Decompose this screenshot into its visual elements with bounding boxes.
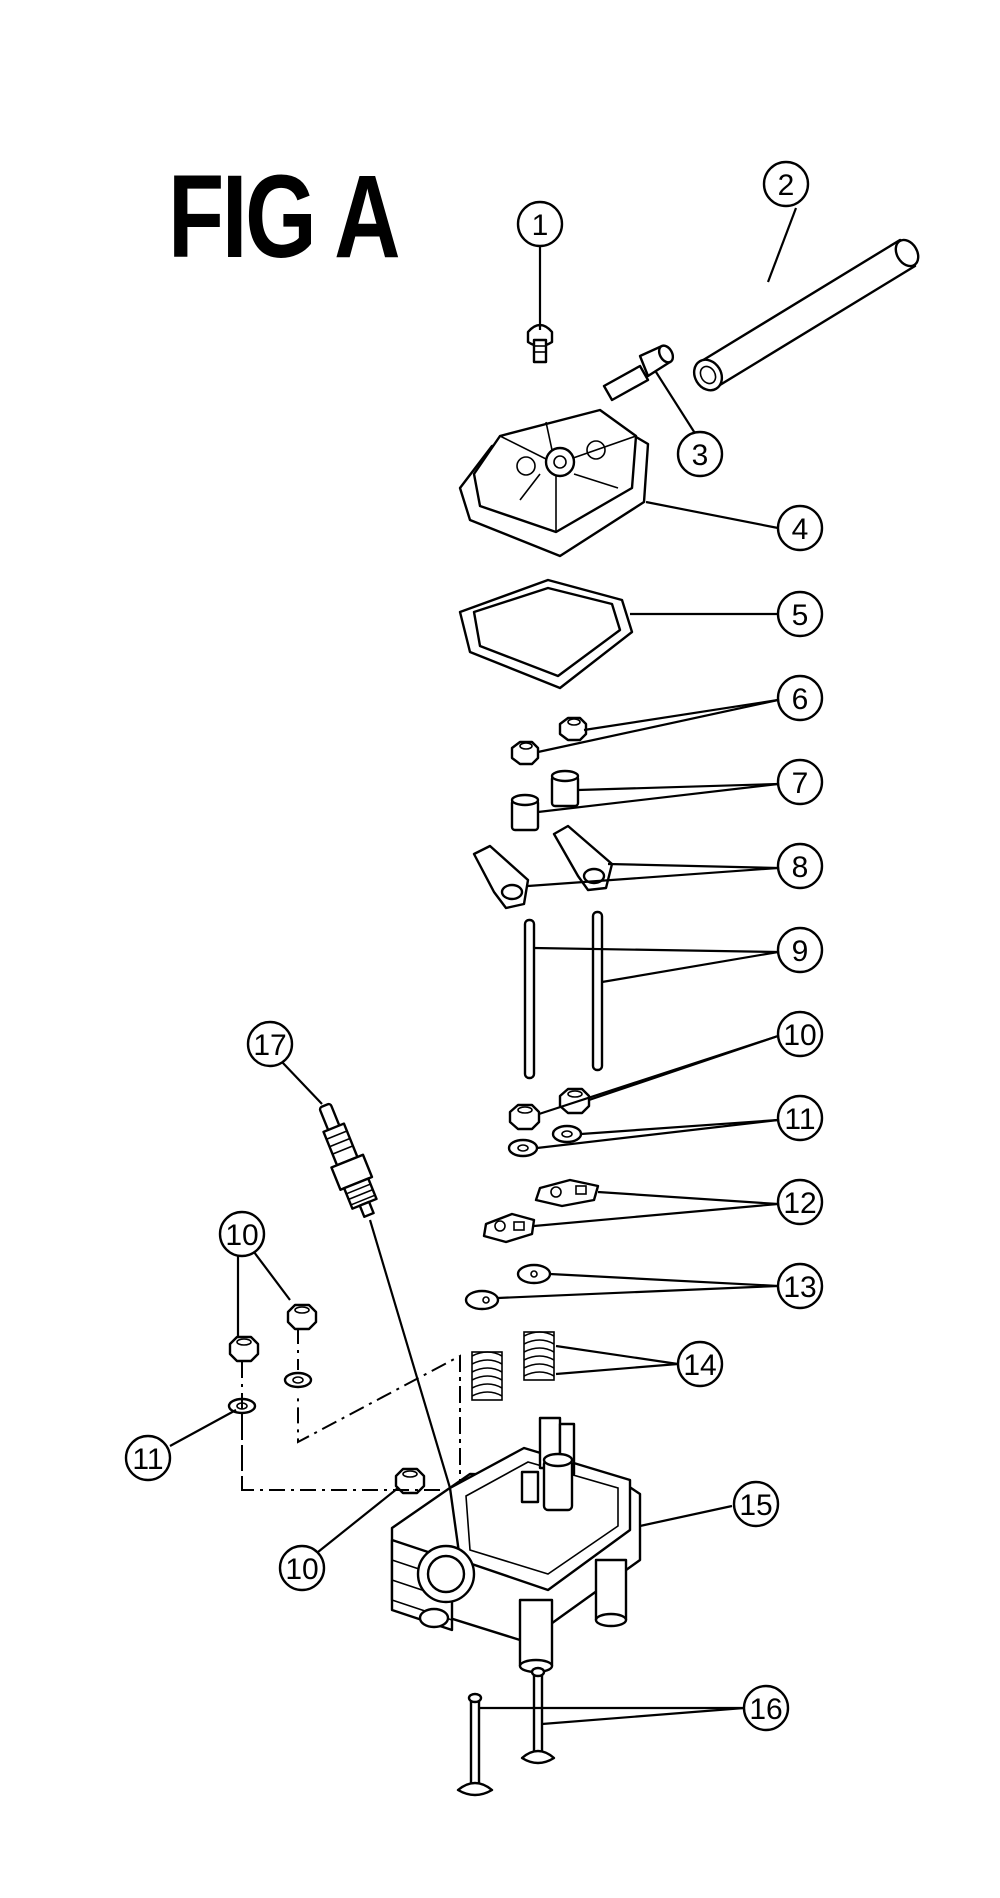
part-push-rods-9 (523, 910, 604, 1080)
callout-9: 9 (776, 926, 824, 974)
callout-11-left-label: 11 (132, 1443, 163, 1476)
part-nuts-10 (508, 1087, 591, 1131)
callout-3-label: 3 (692, 439, 709, 472)
callout-1: 1 (516, 200, 564, 248)
callout-8: 8 (776, 842, 824, 890)
callout-4-label: 4 (792, 513, 809, 546)
callout-10-left: 10 (218, 1210, 266, 1258)
callout-8-label: 8 (792, 851, 809, 884)
part-breather-tube (692, 238, 920, 392)
callout-16: 16 (742, 1684, 790, 1732)
callout-7-label: 7 (792, 767, 809, 800)
part-guide-plates-12 (482, 1178, 600, 1244)
callout-10-left-label: 10 (225, 1219, 258, 1252)
callout-11-top: 11 (776, 1094, 824, 1142)
callout-13-label: 13 (783, 1271, 816, 1304)
leader-lines (169, 207, 798, 1726)
part-rocker-arms-8 (472, 824, 614, 910)
callout-9-label: 9 (792, 935, 809, 968)
callout-10-top: 10 (776, 1010, 824, 1058)
callout-17-label: 17 (253, 1029, 286, 1062)
part-retainers-13 (464, 1263, 552, 1311)
callout-15-label: 15 (739, 1489, 772, 1522)
callout-6-label: 6 (792, 683, 809, 716)
part-pivots-7 (510, 769, 580, 832)
callout-10-bottom-label: 10 (285, 1553, 318, 1586)
callout-4: 4 (776, 504, 824, 552)
part-spark-plug-17 (318, 1102, 378, 1218)
callout-6: 6 (776, 674, 824, 722)
callout-7: 7 (776, 758, 824, 806)
callout-10-top-label: 10 (783, 1019, 816, 1052)
callout-15: 15 (732, 1480, 780, 1528)
part-cylinder-head-15 (390, 1416, 642, 1674)
callout-3: 3 (676, 430, 724, 478)
part-stud-hardware (227, 1303, 426, 1495)
part-valve-cover (458, 408, 650, 558)
callout-1-label: 1 (532, 209, 549, 242)
callout-5: 5 (776, 590, 824, 638)
callout-2-label: 2 (778, 169, 795, 202)
callout-12-label: 12 (783, 1187, 816, 1220)
figure-title: FIG A (168, 151, 401, 283)
callout-17: 17 (246, 1020, 294, 1068)
part-springs-14 (471, 1331, 555, 1401)
part-washers-11 (507, 1124, 583, 1158)
assembly-lines (241, 1219, 461, 1500)
part-screw (526, 323, 554, 364)
callout-16-label: 16 (749, 1693, 782, 1726)
callout-14: 14 (676, 1340, 724, 1388)
part-valves-16 (456, 1666, 556, 1797)
callout-12: 12 (776, 1178, 824, 1226)
callout-11-top-label: 11 (784, 1103, 815, 1136)
callout-11-left: 11 (124, 1434, 172, 1482)
callout-13: 13 (776, 1262, 824, 1310)
callout-10-bottom: 10 (278, 1544, 326, 1592)
part-cover-gasket (458, 578, 634, 690)
part-nuts-6 (510, 716, 588, 766)
callout-2: 2 (762, 160, 810, 208)
callout-5-label: 5 (792, 599, 809, 632)
callout-14-label: 14 (683, 1349, 716, 1382)
part-breather-fitting (602, 344, 675, 402)
